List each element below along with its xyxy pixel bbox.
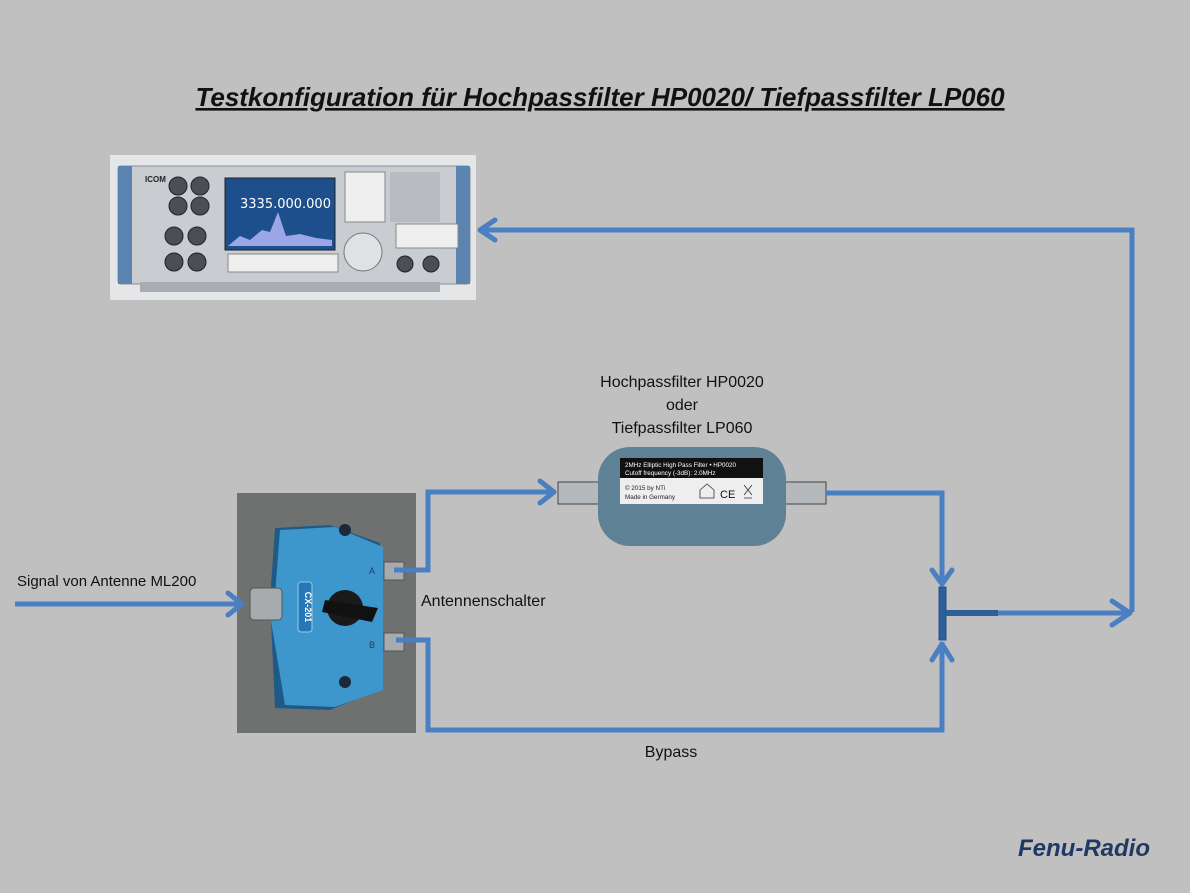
ce-mark: CE: [720, 489, 735, 501]
switch-port-b: B: [369, 640, 375, 650]
filter-image: 2MHz Elliptic High Pass Filter • HP0020 …: [557, 447, 827, 546]
filter-label-1: Hochpassfilter HP0020: [600, 374, 764, 391]
connection-lines: [15, 217, 1135, 733]
bypass-label: Bypass: [645, 744, 697, 761]
antenna-switch-image: CX-201 A B: [237, 493, 416, 733]
filter-label-3: Tiefpassfilter LP060: [612, 420, 753, 437]
filter-label-line4: Made in Germany: [625, 494, 676, 501]
filter-label-line3: © 2015 by NTi: [625, 484, 665, 492]
filter-label-line2: Cutoff frequency (-3dB): 2.0MHz: [625, 470, 716, 477]
receiver-frequency: 3335.000.000: [240, 197, 331, 212]
receiver-brand: ICOM: [145, 175, 166, 184]
t-junction: [938, 586, 947, 641]
signal-input-label: Signal von Antenne ML200: [17, 573, 196, 590]
filter-label-line1: 2MHz Elliptic High Pass Filter • HP0020: [625, 462, 737, 469]
switch-port-a: A: [369, 566, 375, 576]
receiver-image: ICOM 3335.000.000: [110, 155, 476, 300]
switch-model-label: CX-201: [303, 592, 313, 623]
filter-label-2: oder: [666, 397, 699, 414]
diagram-title: Testkonfiguration für Hochpassfilter HP0…: [195, 82, 1005, 112]
switch-label: Antennenschalter: [421, 593, 546, 610]
weee-bin-icon: [743, 484, 753, 499]
brand-label: Fenu-Radio: [1018, 835, 1150, 862]
house-icon: [699, 483, 715, 499]
